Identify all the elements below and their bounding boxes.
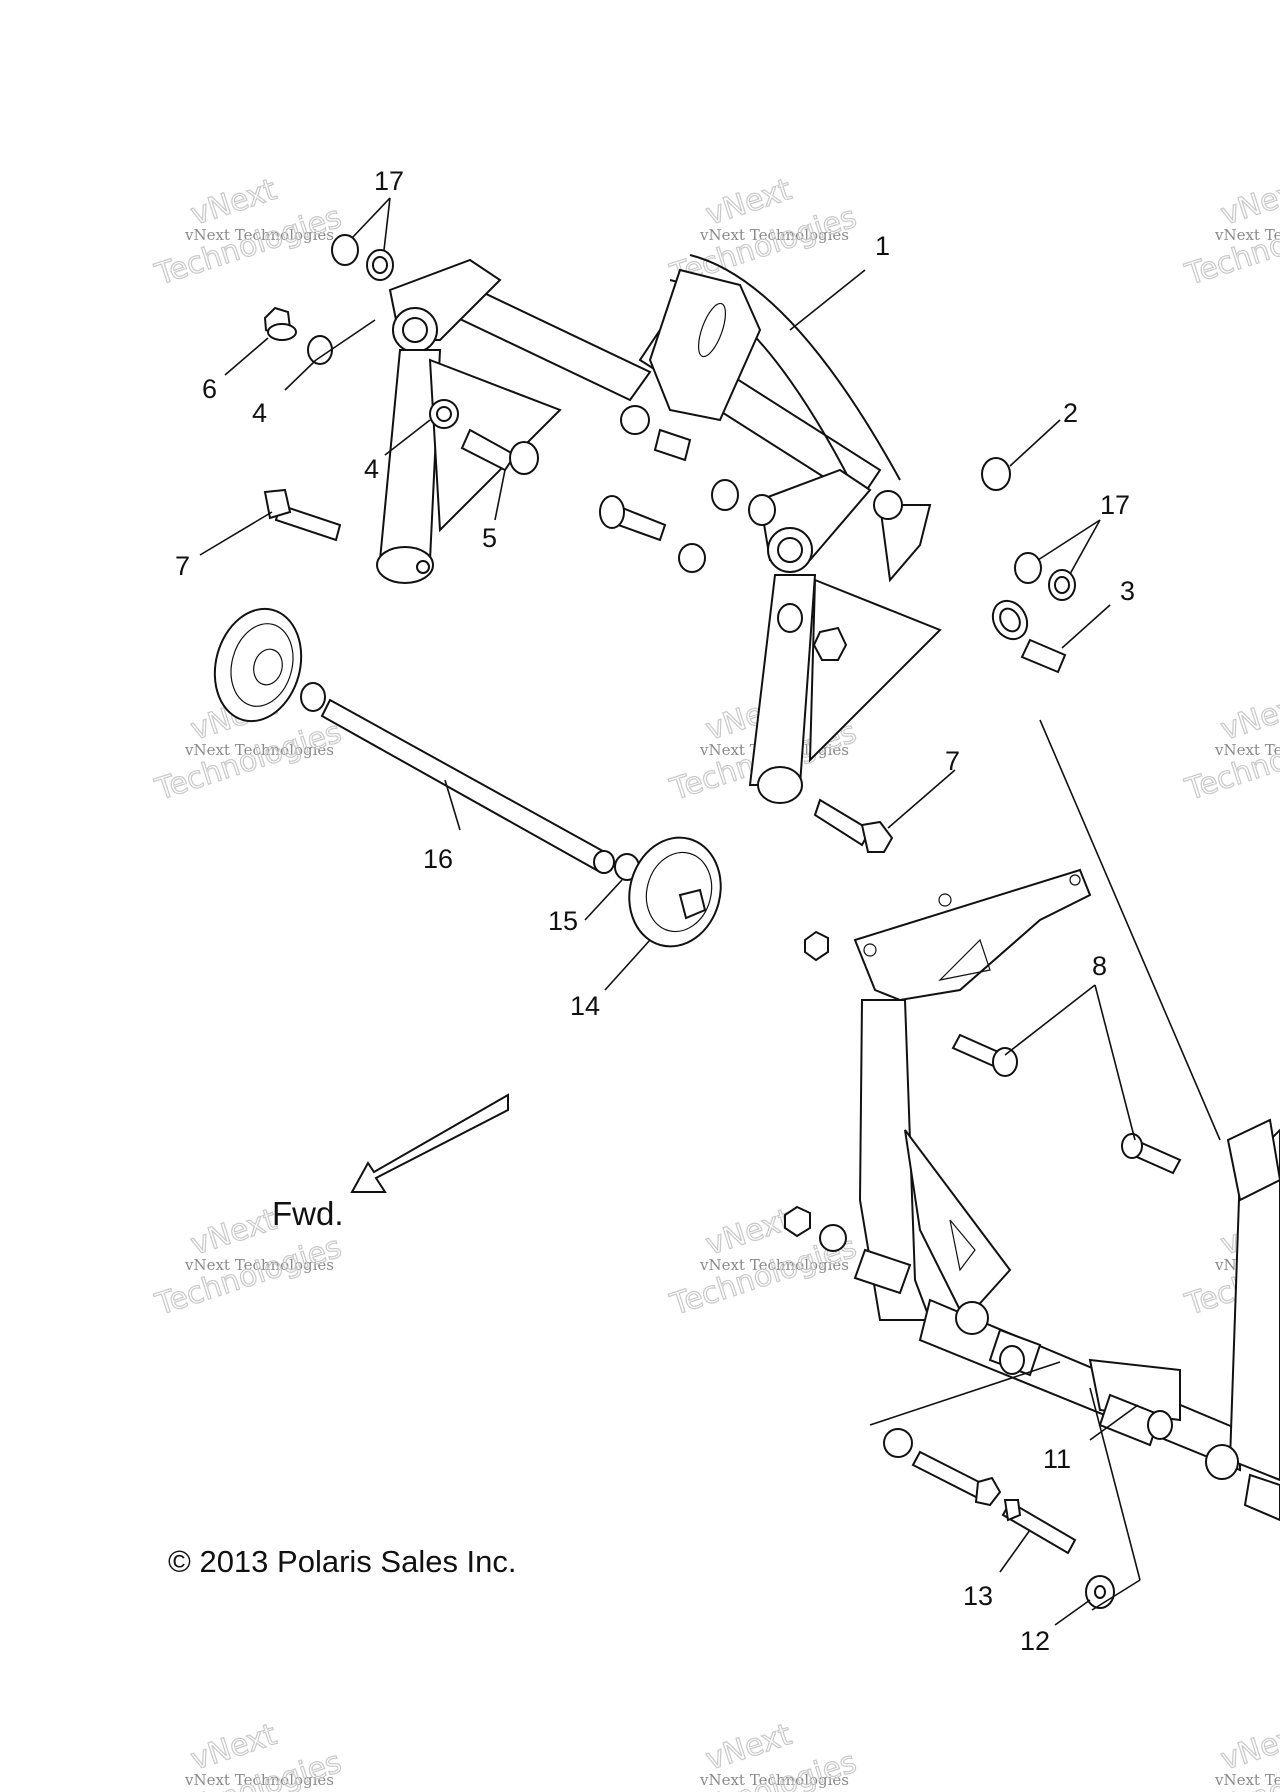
callout-15: 15 bbox=[548, 906, 578, 936]
leader-lines bbox=[199, 197, 1221, 1626]
washer-15-left bbox=[300, 682, 326, 712]
bolt-13 bbox=[1001, 1500, 1077, 1555]
callout-3: 3 bbox=[1120, 576, 1135, 606]
axle-16 bbox=[320, 698, 612, 874]
watermark-tile: vNext vNext Technologies Technologies bbox=[150, 1717, 346, 1792]
svg-text:vNext Technologies: vNext Technologies bbox=[184, 1771, 334, 1789]
watermark-tile: vNext vNext Technologies Technologies bbox=[1180, 687, 1280, 809]
svg-text:vNext Technologies: vNext Technologies bbox=[1214, 741, 1280, 759]
callout-13: 13 bbox=[963, 1581, 993, 1611]
svg-text:vNext Technologies: vNext Technologies bbox=[1214, 226, 1280, 244]
callout-7: 7 bbox=[945, 746, 960, 776]
callout-6: 6 bbox=[202, 374, 217, 404]
callout-5: 5 bbox=[482, 523, 497, 553]
callout-1: 1 bbox=[875, 231, 890, 261]
watermark-tile: vNext vNext Technologies Technologies bbox=[665, 1717, 861, 1792]
direction-label: Fwd. bbox=[272, 1195, 344, 1232]
cap-2 bbox=[981, 457, 1011, 491]
svg-text:vNext: vNext bbox=[1217, 1717, 1280, 1777]
watermark-tile: vNext vNext Technologies Technologies bbox=[665, 1202, 861, 1324]
callout-7: 7 bbox=[175, 551, 190, 581]
spacer-4 bbox=[307, 335, 333, 365]
callout-14: 14 bbox=[570, 991, 600, 1021]
callout-12: 12 bbox=[1020, 1626, 1050, 1656]
rear-frame bbox=[853, 868, 1280, 1522]
svg-text:vNext Technologies: vNext Technologies bbox=[184, 226, 334, 244]
idler-wheel-14 bbox=[628, 836, 722, 948]
bushing-17 bbox=[331, 234, 359, 266]
callout-8: 8 bbox=[1092, 951, 1107, 981]
spacer-3 bbox=[1020, 638, 1067, 674]
svg-text:vNext: vNext bbox=[1217, 172, 1280, 232]
svg-text:vNext Technologies: vNext Technologies bbox=[1214, 1771, 1280, 1789]
callout-labels: 17 1 6 4 4 5 7 2 17 3 7 16 15 14 8 11 13… bbox=[175, 166, 1135, 1656]
callout-11: 11 bbox=[1043, 1444, 1071, 1474]
callout-2: 2 bbox=[1063, 398, 1078, 428]
svg-text:vNext Technologies: vNext Technologies bbox=[699, 1256, 849, 1274]
svg-text:vNext Technologies: vNext Technologies bbox=[699, 1771, 849, 1789]
watermark-tile: vNext vNext Technologies Technologies bbox=[1180, 172, 1280, 294]
bolt-7 bbox=[813, 798, 872, 847]
callout-4: 4 bbox=[364, 454, 379, 484]
watermark-tile: vNext vNext Technologies Technologies bbox=[1180, 1717, 1280, 1792]
bolt-13 bbox=[911, 1450, 987, 1500]
svg-text:vNext: vNext bbox=[1217, 687, 1280, 747]
svg-text:vNext Technologies: vNext Technologies bbox=[699, 226, 849, 244]
nut bbox=[804, 930, 829, 962]
idler-wheel-assembly bbox=[213, 607, 722, 948]
svg-text:vNext Technologies: vNext Technologies bbox=[184, 1256, 334, 1274]
bushing-17 bbox=[1014, 552, 1042, 584]
callout-4: 4 bbox=[252, 398, 267, 428]
callout-16: 16 bbox=[423, 844, 453, 874]
copyright-notice: © 2013 Polaris Sales Inc. bbox=[168, 1544, 517, 1579]
forward-direction-arrow-icon bbox=[350, 1093, 509, 1193]
svg-text:vNext Technologies: vNext Technologies bbox=[184, 741, 334, 759]
callout-17: 17 bbox=[374, 166, 404, 196]
hardware-upper bbox=[263, 234, 1076, 853]
callout-17: 17 bbox=[1100, 490, 1130, 520]
watermark-tile: vNext vNext Technologies Technologies bbox=[150, 172, 346, 294]
